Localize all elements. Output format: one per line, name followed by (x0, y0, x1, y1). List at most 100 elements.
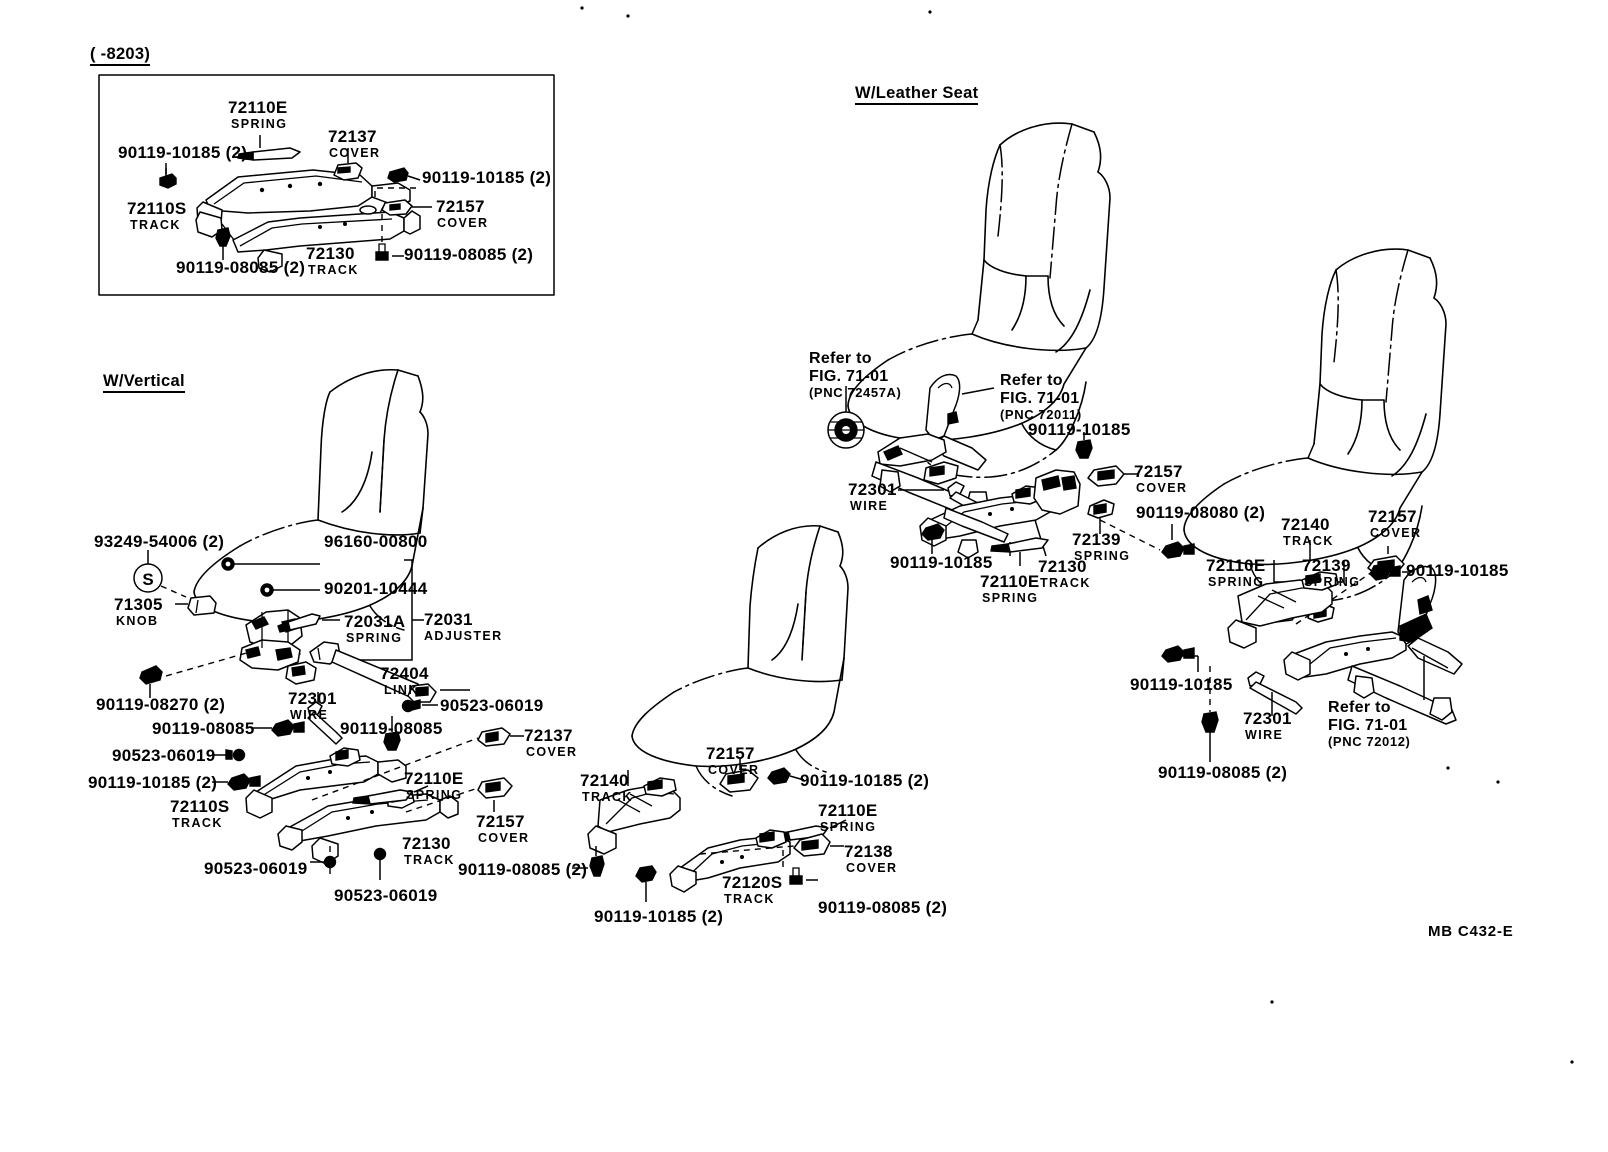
vertical-cover-72157 (477, 777, 513, 799)
center-cover-72138 (793, 833, 831, 857)
sublabel-knob: KNOB (116, 614, 159, 628)
inset-bolt-bottom-right (375, 243, 404, 261)
label-72404: 72404 (380, 664, 429, 683)
vertical-symbol-s: S (133, 563, 163, 593)
label-72139-leather-a: 72139 (1072, 530, 1121, 549)
sublabel-track-inset-2: TRACK (308, 263, 359, 277)
label-90119-08085-center-b: 90119-08085 (2) (818, 898, 948, 917)
inset-bolt-right (387, 167, 409, 183)
label-72031: 72031 (424, 610, 473, 629)
sublabel-track-inset-1: TRACK (130, 218, 181, 232)
refer-left-line3: (PNC 72457A) (809, 384, 902, 400)
vertical-nut-90201 (260, 583, 274, 597)
label-90119-10185-center-b: 90119-10185 (2) (594, 907, 724, 926)
label-72110E-inset: 72110E (228, 98, 288, 117)
sublabel-wire-right: WIRE (1245, 728, 1284, 742)
label-72110S-vertical: 72110S (170, 797, 230, 816)
right-cover-72157b (1367, 555, 1405, 577)
inset-cover-72157 (381, 199, 413, 216)
leather-bolt-10185a (1075, 439, 1093, 459)
label-72140-center: 72140 (580, 771, 629, 790)
vertical-bolt-08270 (139, 665, 163, 685)
label-90119-08080: 90119-08080 (2) (1136, 503, 1266, 522)
leather-wire-72301a (947, 481, 1003, 525)
label-90119-08085-right: 90119-08085 (2) (1158, 763, 1288, 782)
sublabel-adjuster: ADJUSTER (424, 629, 503, 643)
label-72110E-center: 72110E (818, 801, 878, 820)
label-90119-10185-inset-left: 90119-10185 (2) (118, 143, 248, 162)
leather-spring-72110E-a (990, 537, 1049, 553)
vertical-screw-90523d (373, 847, 387, 880)
sublabel-spring-72031A: SPRING (346, 631, 403, 645)
inset-spring-72110E (237, 147, 301, 161)
sublabel-track-center-1: TRACK (582, 790, 633, 804)
sublabel-cover-right: COVER (1370, 526, 1422, 540)
label-90119-08270: 90119-08270 (2) (96, 695, 226, 714)
sublabel-cover-vert-1: COVER (526, 745, 578, 759)
refer-far-line2: FIG. 71-01 (1328, 716, 1408, 734)
label-72138-center: 72138 (844, 842, 893, 861)
label-72157-right: 72157 (1368, 507, 1417, 526)
label-90119-10185-leather-b: 90119-10185 (890, 553, 993, 572)
label-90119-08085-center-a: 90119-08085 (2) (458, 860, 588, 879)
vertical-nut-96160 (221, 557, 235, 571)
right-wire-72301b (1247, 671, 1303, 715)
label-90119-10185-vert: 90119-10185 (2) (88, 773, 218, 792)
sublabel-track-vert-2: TRACK (404, 853, 455, 867)
sublabel-track-center-2: TRACK (724, 892, 775, 906)
leather-bolt-10185b (921, 523, 945, 541)
label-90119-10185-inset-right: 90119-10185 (2) (422, 168, 552, 187)
label-90523-06019-d: 90523-06019 (334, 886, 438, 905)
right-spring-72110E (1240, 609, 1299, 625)
label-90119-08085-vert-b: 90119-08085 (340, 719, 443, 738)
vertical-spring-72110E (352, 789, 413, 805)
label-72120S-center: 72120S (722, 873, 783, 892)
label-72130-vertical: 72130 (402, 834, 451, 853)
sublabel-cover-center-1: COVER (708, 763, 760, 777)
label-72301-right: 72301 (1243, 709, 1292, 728)
label-93249-54006: 93249-54006 (2) (94, 532, 225, 551)
vertical-knob-71305 (187, 595, 217, 616)
inset-bolt-left (159, 168, 177, 189)
leather-bolt-08080 (1161, 541, 1195, 559)
refer-block-right: Refer to FIG. 71-01 (PNC 72011) (1000, 372, 1082, 422)
label-72157-center: 72157 (706, 744, 755, 763)
vertical-screw-90523c (323, 855, 337, 869)
label-90119-10185-right-a: 90119-10185 (1406, 561, 1509, 580)
label-72110E-vertical: 72110E (404, 769, 464, 788)
label-90119-08085-inset-right: 90119-08085 (2) (404, 245, 534, 264)
label-90523-06019-c: 90523-06019 (204, 859, 308, 878)
label-72130-inset: 72130 (306, 244, 355, 263)
center-bolt-08085b (789, 867, 803, 885)
center-bolt-10185b (635, 865, 657, 902)
label-90523-06019-a: 90523-06019 (440, 696, 544, 715)
inset-track-upper (196, 169, 411, 229)
label-72140-right: 72140 (1281, 515, 1330, 534)
sublabel-spring-leather-b: SPRING (982, 591, 1039, 605)
vertical-track-72110S (245, 747, 407, 819)
leather-cover-72157a (1087, 465, 1125, 487)
sublabel-wire-vertical: WIRE (290, 708, 329, 722)
label-72137-inset: 72137 (328, 127, 377, 146)
vertical-bolt-10185 (227, 773, 261, 791)
label-72139-right: 72139 (1302, 556, 1351, 575)
sublabel-link: LINK (384, 683, 419, 697)
sublabel-track-right: TRACK (1283, 534, 1334, 548)
inset-header: ( -8203) (90, 46, 151, 66)
vertical-header: W/Vertical (103, 373, 185, 393)
svg-text:S: S (142, 570, 153, 589)
refer-left-line2: FIG. 71-01 (809, 367, 889, 385)
sublabel-track-leather-a: TRACK (1040, 576, 1091, 590)
refer-left-line1: Refer to (809, 350, 872, 367)
inset-cover-72137 (333, 162, 363, 181)
sublabel-spring-inset: SPRING (231, 117, 288, 131)
refer-block-far-right: Refer to FIG. 71-01 (PNC 72012) (1328, 699, 1410, 749)
label-72157-leather-a: 72157 (1134, 462, 1183, 481)
figure-code: MB C432-E (1428, 923, 1514, 940)
label-90119-08085-vert-a: 90119-08085 (152, 719, 255, 738)
center-bolt-08085a (589, 855, 605, 877)
label-72301-vertical: 72301 (288, 689, 337, 708)
sublabel-spring-leather-a: SPRING (1074, 549, 1131, 563)
label-90201-10444: 90201-10444 (324, 579, 428, 598)
